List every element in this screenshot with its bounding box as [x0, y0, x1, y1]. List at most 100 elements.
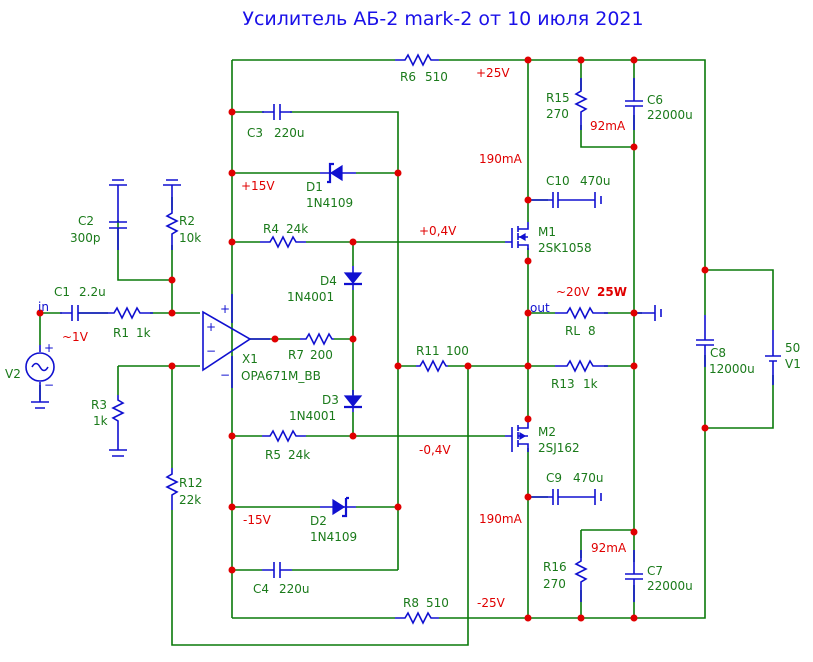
c6-label: C6 [647, 93, 663, 107]
r5-label: R5 [265, 448, 281, 462]
rl-value: 8 [588, 324, 596, 338]
capacitor-c3[interactable] [262, 104, 292, 120]
x1-label: X1 [242, 352, 258, 366]
d2-label: D2 [310, 514, 327, 528]
c8-label: C8 [710, 346, 726, 360]
v2-label: V2 [5, 367, 21, 381]
net-in-label: in [38, 300, 49, 314]
c10-label: C10 [546, 174, 570, 188]
v2-minus-pin: − [44, 378, 54, 392]
resistor-rl[interactable] [555, 306, 608, 320]
m1-label: M1 [538, 225, 556, 239]
r1-label: R1 [113, 326, 129, 340]
capacitor-c2[interactable] [109, 179, 127, 250]
resistor-r7[interactable] [300, 332, 334, 346]
r16-current-annotation: 92mA [591, 541, 627, 555]
capacitor-c1[interactable] [60, 305, 110, 321]
r8-value: 510 [426, 596, 449, 610]
resistor-r2[interactable] [163, 179, 181, 250]
ac-source-v2[interactable] [25, 345, 55, 409]
m2-value: 2SJ162 [538, 441, 580, 455]
r7-label: R7 [288, 348, 304, 362]
resistor-r1[interactable] [110, 306, 153, 320]
r11-value: 100 [446, 344, 469, 358]
capacitor-c10[interactable] [531, 192, 602, 208]
m2-label: M2 [538, 425, 556, 439]
r13-label: R13 [551, 377, 575, 391]
battery-v1[interactable] [765, 330, 781, 385]
vin-annotation: ~1V [62, 330, 89, 344]
r7-value: 200 [310, 348, 333, 362]
r6-label: R6 [400, 70, 416, 84]
capacitor-c7[interactable] [625, 550, 643, 602]
vout-annotation: ~20V [556, 285, 590, 299]
d4-value: 1N4001 [287, 290, 334, 304]
d1-value: 1N4109 [306, 196, 353, 210]
resistor-r4[interactable] [260, 235, 306, 249]
c10-value: 470u [580, 174, 611, 188]
r13-value: 1k [583, 377, 598, 391]
c7-label: C7 [647, 564, 663, 578]
wires [39, 59, 774, 646]
capacitor-c4[interactable] [262, 562, 292, 578]
zener-diode-d1[interactable] [320, 162, 356, 184]
m1-current-annotation: 190mA [479, 152, 523, 166]
v2-plus-pin: + [44, 341, 54, 355]
resistor-r13[interactable] [555, 359, 608, 373]
resistor-r16[interactable] [574, 550, 588, 602]
capacitor-c9[interactable] [531, 489, 602, 505]
v1-value: 50 [785, 341, 800, 355]
c9-value: 470u [573, 471, 604, 485]
m2-current-annotation: 190mA [479, 512, 523, 526]
vpos25-annotation: +25V [476, 66, 510, 80]
zener-diode-d2[interactable] [320, 496, 356, 518]
c1-value: 2.2u [79, 285, 106, 299]
r12-label: R12 [179, 476, 203, 490]
opamp-x1[interactable] [202, 294, 270, 388]
vneg25-annotation: -25V [477, 596, 506, 610]
r16-value: 270 [543, 577, 566, 591]
pout-annotation: 25W [597, 285, 627, 299]
capacitor-c6[interactable] [625, 78, 643, 130]
resistor-r11[interactable] [416, 359, 448, 373]
d2-value: 1N4109 [310, 530, 357, 544]
resistor-r8[interactable] [395, 611, 439, 625]
r15-current-annotation: 92mA [590, 119, 626, 133]
opamp-vminus-pin: − [220, 368, 230, 382]
capacitor-c8[interactable] [696, 315, 714, 367]
m1-value: 2SK1058 [538, 241, 592, 255]
c9-label: C9 [546, 471, 562, 485]
resistor-r12[interactable] [165, 468, 179, 510]
r5-value: 24k [288, 448, 310, 462]
diode-d4[interactable] [343, 266, 363, 290]
r6-value: 510 [425, 70, 448, 84]
r4-label: R4 [263, 222, 279, 236]
v1-label: V1 [785, 357, 801, 371]
resistor-r5[interactable] [262, 429, 306, 443]
junctions [36, 56, 709, 622]
d4-label: D4 [320, 274, 337, 288]
mosfet-m1[interactable] [505, 222, 529, 250]
r12-value: 22k [179, 493, 201, 507]
resistor-r6[interactable] [395, 53, 439, 67]
c8-value: 12000u [709, 362, 755, 376]
resistor-r15[interactable] [574, 78, 588, 130]
c7-value: 22000u [647, 579, 693, 593]
x1-value: OPA671M_BB [241, 369, 321, 383]
opamp-minus-pin: − [206, 344, 216, 358]
c3-value: 220u [274, 126, 305, 140]
mosfet-m2[interactable] [505, 420, 529, 452]
r11-label: R11 [416, 344, 440, 358]
d3-label: D3 [322, 393, 339, 407]
resistor-r3[interactable] [109, 395, 127, 457]
opamp-vplus-pin: + [220, 302, 230, 316]
c4-value: 220u [279, 582, 310, 596]
vpos15-annotation: +15V [241, 179, 275, 193]
schematic-title: Усилитель АБ-2 mark-2 от 10 июля 2021 [242, 8, 644, 30]
bias-neg-annotation: -0,4V [419, 443, 451, 457]
diode-d3[interactable] [343, 390, 363, 412]
r3-label: R3 [91, 398, 107, 412]
r8-label: R8 [403, 596, 419, 610]
vneg15-annotation: -15V [243, 513, 272, 527]
